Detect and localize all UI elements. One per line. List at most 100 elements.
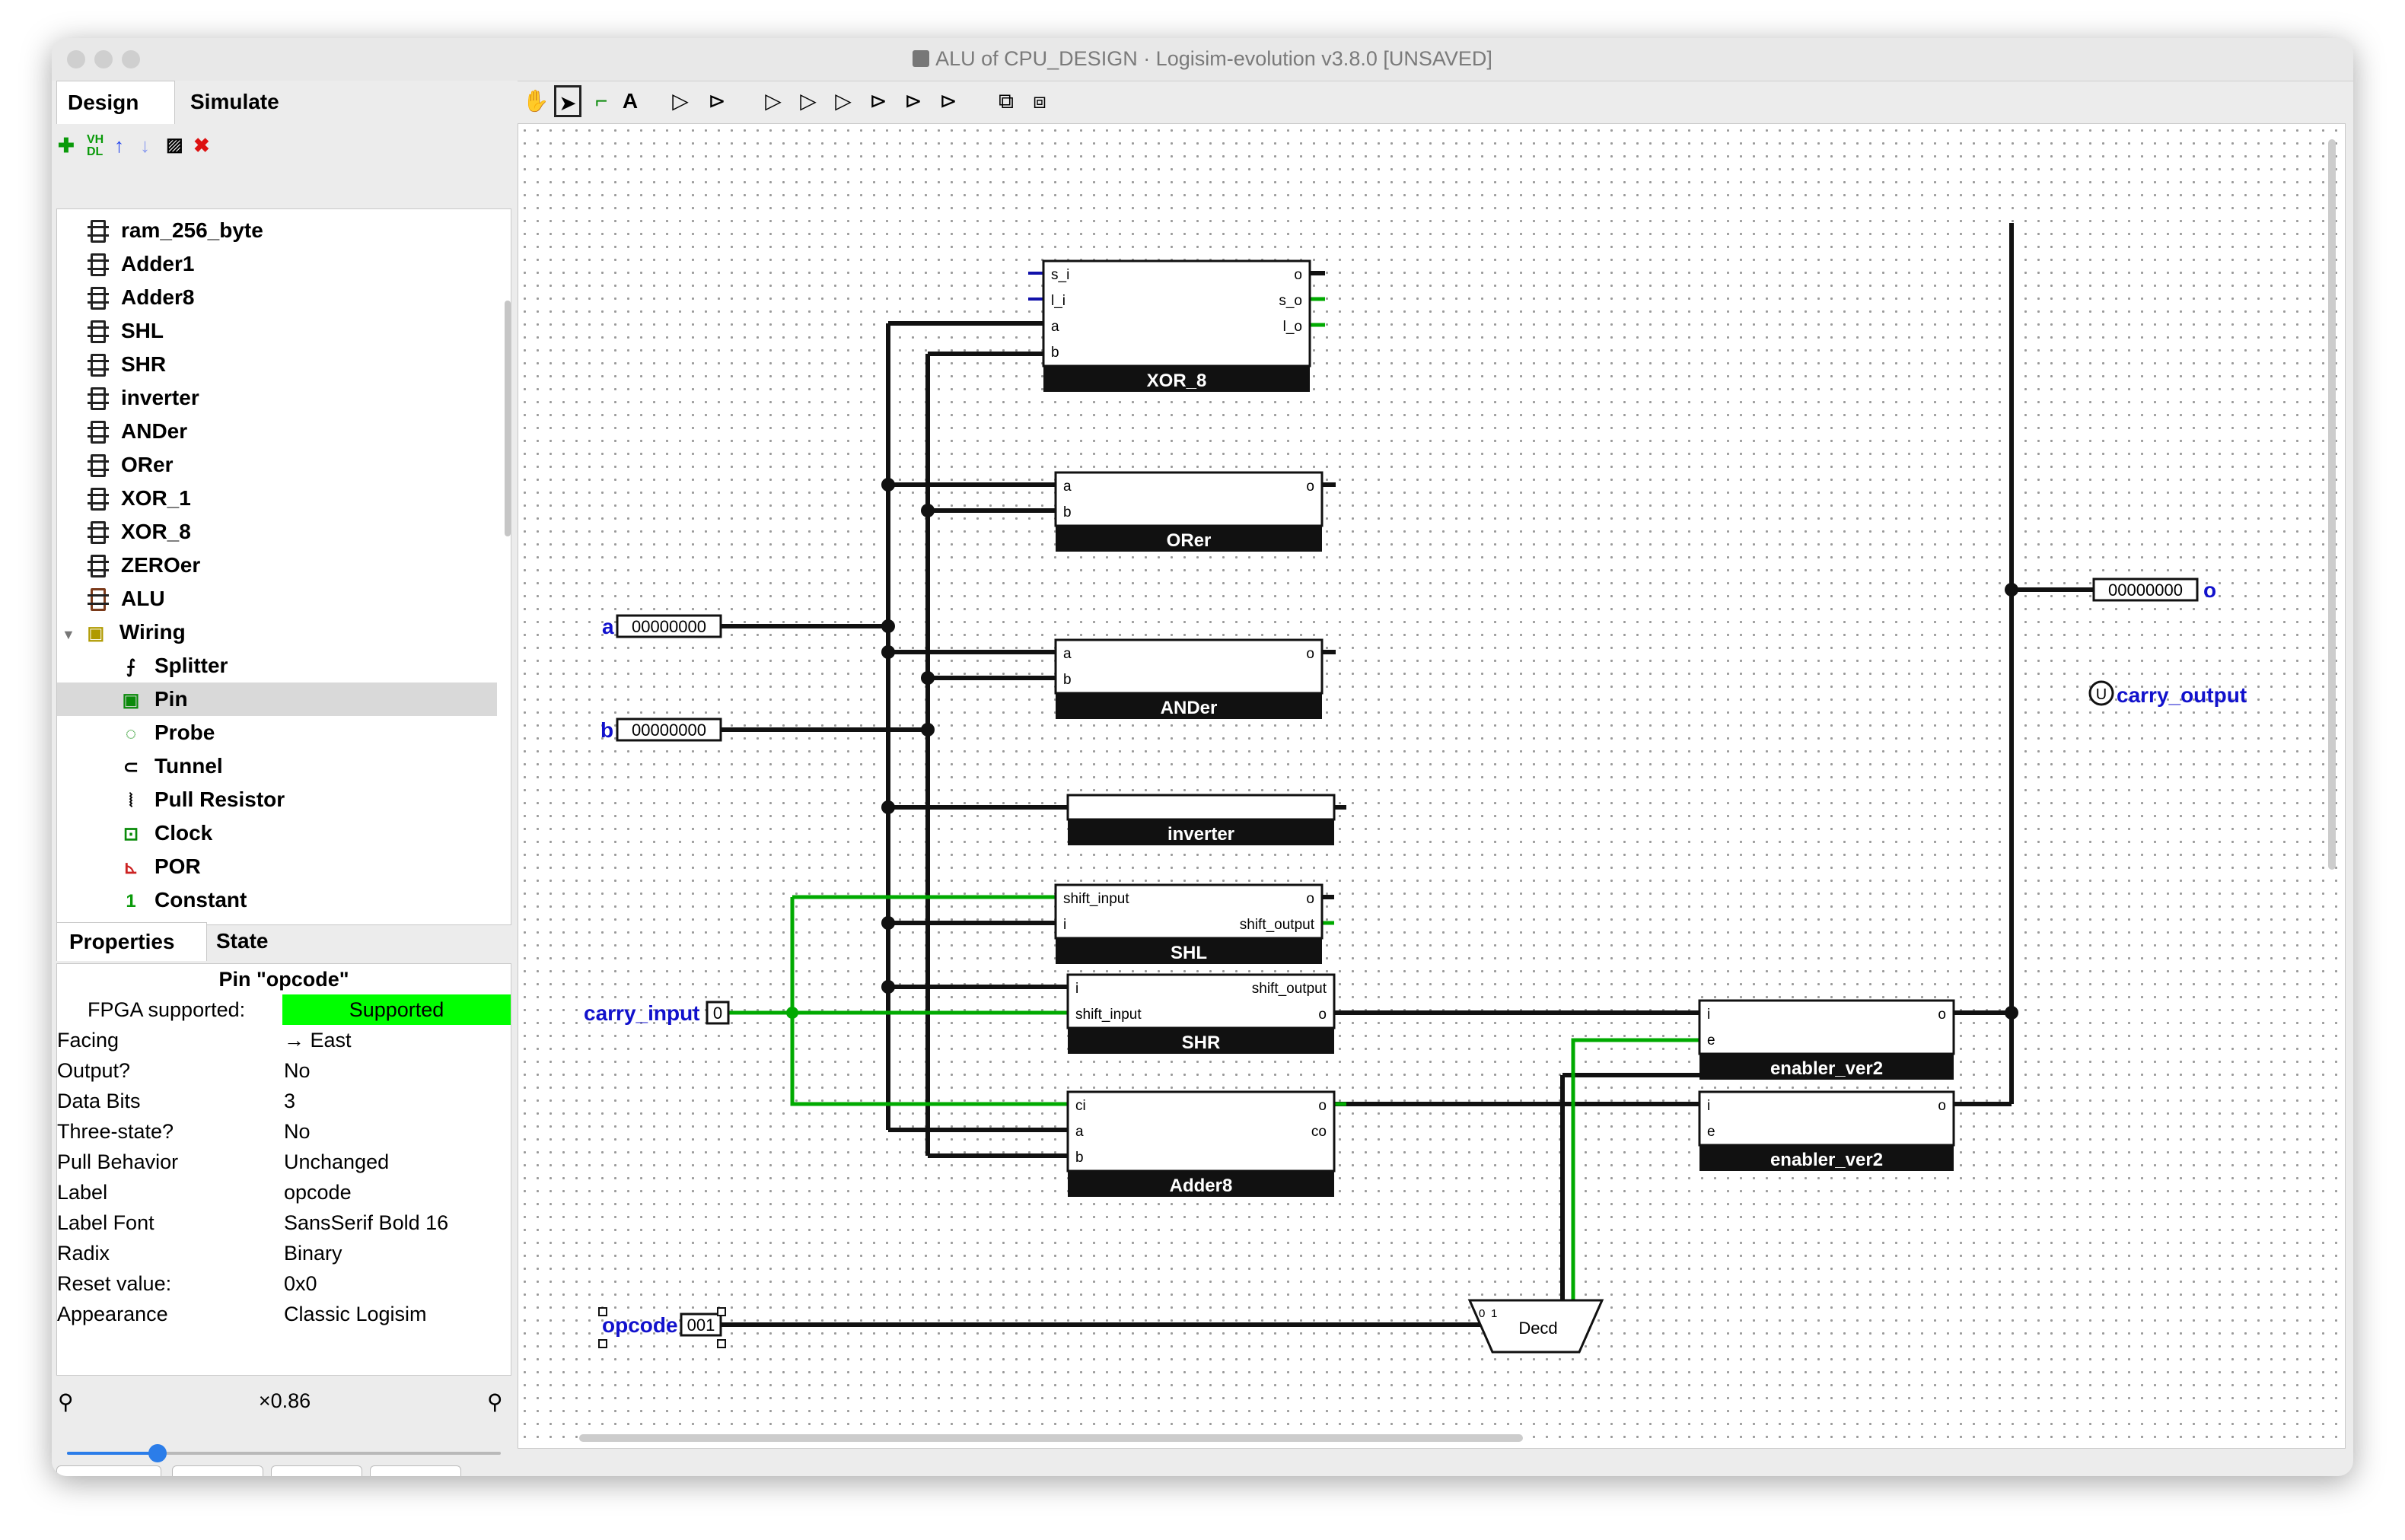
delete-circuit-icon[interactable]: ✖: [193, 134, 210, 157]
tree-item-splitter[interactable]: ⨍Splitter: [121, 649, 228, 682]
pin-a[interactable]: a 00000000: [602, 614, 722, 638]
pin-carry-output[interactable]: U carry_output: [2088, 680, 2247, 707]
not-gate-tool-icon[interactable]: ▷: [800, 89, 817, 113]
minimize-window-button[interactable]: [94, 50, 113, 68]
tree-item-por[interactable]: ⊾POR: [121, 850, 201, 883]
tree-folder-wiring[interactable]: ▼▣Wiring: [62, 616, 186, 649]
component-inverter[interactable]: inverter: [1066, 794, 1336, 845]
pin-opcode[interactable]: opcode 001: [598, 1307, 726, 1348]
tree-item-pin[interactable]: ▣Pin: [121, 682, 188, 716]
add-circuit-tool-icon[interactable]: ⧉: [999, 89, 1014, 113]
prop-row-three-state[interactable]: Three-state?No: [57, 1116, 511, 1147]
prop-value[interactable]: Classic Logisim: [284, 1303, 427, 1325]
component-decoder[interactable]: Decd 0 1: [1467, 1299, 1604, 1354]
wire-decoder-to-enabler1[interactable]: [1571, 1038, 1699, 1303]
component-shr[interactable]: SHR i shift_input shift_output o: [1066, 973, 1336, 1054]
tree-item-ram-256-byte[interactable]: ram_256_byte: [88, 214, 263, 247]
tree-item-shl[interactable]: SHL: [88, 314, 164, 348]
component-adder8[interactable]: Adder8 ci a b o co: [1066, 1090, 1336, 1197]
canvas-scrollbar-horizontal[interactable]: [579, 1434, 1523, 1442]
text-tool-icon[interactable]: A: [622, 89, 639, 113]
pin-b[interactable]: b 00000000: [600, 718, 722, 742]
add-circuit-icon[interactable]: ✚: [58, 134, 75, 157]
tree-item-tunnel[interactable]: ⊂Tunnel: [121, 749, 223, 783]
prop-value[interactable]: 3: [284, 1090, 296, 1112]
and-gate-tool-icon[interactable]: ▷: [672, 89, 689, 113]
tree-item-pull-resistor[interactable]: ⦚Pull Resistor: [121, 783, 285, 816]
tree-item-clock[interactable]: ⊡Clock: [121, 816, 212, 850]
tree-scrollbar[interactable]: [505, 301, 511, 536]
poke-tool-icon[interactable]: ✋: [522, 89, 549, 113]
prop-value[interactable]: SansSerif Bold 16: [284, 1211, 449, 1234]
tab-simulate[interactable]: Simulate: [190, 90, 279, 113]
select-tool-icon[interactable]: ➤: [554, 85, 581, 117]
tab-design[interactable]: Design: [56, 81, 175, 124]
buffer-tool-icon[interactable]: ▷: [765, 89, 782, 113]
component-ander[interactable]: ANDer a b o: [1054, 638, 1324, 719]
prop-value[interactable]: No: [284, 1120, 311, 1143]
zoom-2x-button[interactable]: ×2: [370, 1465, 461, 1476]
tree-item-shr[interactable]: SHR: [88, 348, 166, 381]
xnor-gate-tool-icon[interactable]: ⊳: [939, 89, 957, 113]
tree-item-xor-1[interactable]: XOR_1: [88, 482, 191, 515]
canvas-scrollbar-vertical[interactable]: [2328, 139, 2336, 870]
zoom-auto-button[interactable]: Auto: [56, 1465, 161, 1476]
zoom-half-button[interactable]: ×½: [172, 1465, 263, 1476]
zoom-slider-thumb[interactable]: [148, 1444, 167, 1462]
zoom-slider-track[interactable]: [67, 1444, 501, 1462]
component-enabler-2[interactable]: enabler_ver2 i e o: [1698, 1090, 1955, 1171]
prop-row-reset-value[interactable]: Reset value:0x0: [57, 1268, 511, 1299]
pin-carry-input[interactable]: carry_input 0: [584, 1001, 730, 1025]
pin-o[interactable]: 00000000 o: [2092, 578, 2216, 602]
tree-item-xor-8[interactable]: XOR_8: [88, 515, 191, 549]
prop-value[interactable]: 0x0: [284, 1272, 317, 1295]
tree-item-ander[interactable]: ANDer: [88, 415, 187, 448]
zoom-in-icon[interactable]: ⚲: [487, 1390, 503, 1414]
tab-state[interactable]: State: [216, 929, 269, 953]
prop-value[interactable]: No: [284, 1059, 311, 1082]
move-up-icon[interactable]: ↑: [114, 134, 124, 157]
wire-tool-icon[interactable]: ⌐: [594, 89, 608, 113]
prop-value[interactable]: opcode: [284, 1181, 352, 1204]
zoom-1x-button[interactable]: ×1: [271, 1465, 362, 1476]
zoom-out-icon[interactable]: ⚲: [58, 1390, 74, 1414]
nor-gate-tool-icon[interactable]: ⊳: [869, 89, 887, 113]
close-window-button[interactable]: [67, 50, 85, 68]
prop-value[interactable]: Binary: [284, 1242, 342, 1265]
prop-row-output[interactable]: Output? No: [57, 1055, 511, 1086]
edit-appearance-icon[interactable]: ▨: [166, 135, 183, 155]
zoom-window-button[interactable]: [122, 50, 140, 68]
component-orer[interactable]: ORer a b o: [1054, 471, 1324, 552]
nand-gate-tool-icon[interactable]: ▷: [835, 89, 852, 113]
tree-item-zeroer[interactable]: ZEROer: [88, 549, 200, 582]
or-gate-tool-icon[interactable]: ⊳: [708, 89, 726, 113]
component-enabler-1[interactable]: enabler_ver2 i e o: [1698, 999, 1955, 1080]
xor-gate-tool-icon[interactable]: ⊳: [904, 89, 922, 113]
tree-item-probe[interactable]: ◌Probe: [121, 716, 215, 749]
prop-value[interactable]: Unchanged: [284, 1150, 390, 1173]
tree-item-adder8[interactable]: Adder8: [88, 281, 194, 314]
component-xor8[interactable]: XOR_8 s_i l_i a b o s_o l_o: [1042, 259, 1311, 392]
subcircuit-tool-icon[interactable]: ⧈: [1033, 89, 1046, 113]
prop-value[interactable]: → East: [284, 1029, 352, 1052]
move-down-icon[interactable]: ↓: [140, 134, 150, 157]
component-shl[interactable]: SHL shift_input i o shift_output: [1054, 883, 1324, 964]
tab-properties[interactable]: Properties: [56, 922, 207, 961]
circuit-canvas[interactable]: XOR_8 s_i l_i a b o s_o l_o ORer a b o: [518, 123, 2346, 1449]
prop-key: Output?: [57, 1059, 131, 1082]
prop-row-facing[interactable]: Facing→ East: [57, 1025, 511, 1055]
tree-item-adder1[interactable]: Adder1: [88, 247, 194, 281]
junction-dot: [2005, 583, 2018, 597]
tree-item-orer[interactable]: ORer: [88, 448, 173, 482]
tree-item-alu[interactable]: ALU: [88, 582, 165, 616]
tree-item-inverter[interactable]: inverter: [88, 381, 199, 415]
wire-carry-to-adder[interactable]: [790, 897, 1068, 1106]
